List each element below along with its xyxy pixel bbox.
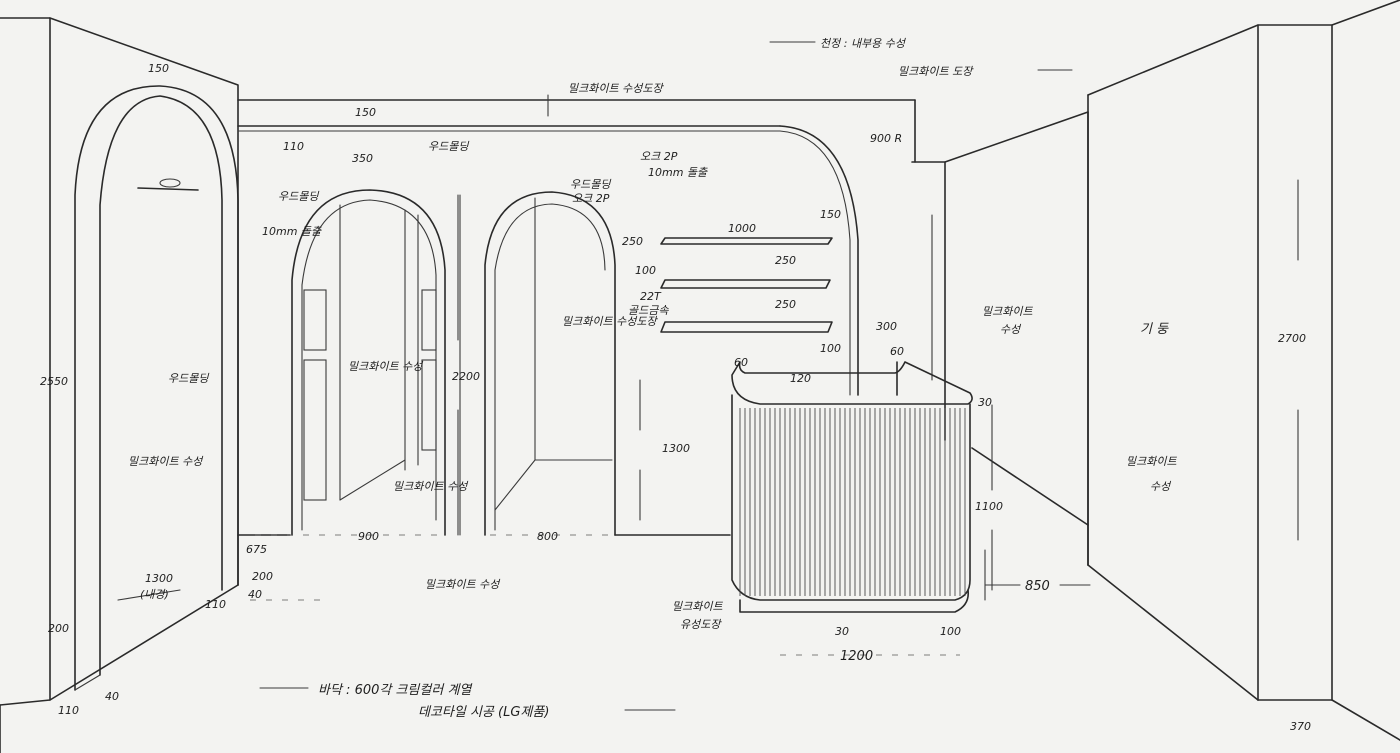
counter-finish-2: 유성도장: [680, 618, 722, 631]
annotations: 천정 : 내부용 수성 밀크화이트 도장 밀크화이트 수성도장 150 150 …: [40, 37, 1311, 733]
arch-door-left: [291, 189, 446, 536]
counter-slats: [739, 408, 966, 596]
floor-note-2: 데코타일 시공 (LG제품): [418, 705, 549, 720]
right-wall: [911, 111, 1089, 526]
dim-110-b: 110: [205, 598, 226, 611]
dim-1300-inner: 1300: [145, 572, 173, 585]
pillar-finish-1: 밀크화이트: [1126, 455, 1177, 468]
inner-label: (내경): [140, 588, 169, 601]
ceiling-note-1: 천정 : 내부용 수성: [820, 37, 907, 50]
shelf-250-c: 250: [775, 298, 796, 311]
dim-800: 800: [537, 530, 558, 543]
dim-200-b: 200: [252, 570, 273, 583]
counter-1100: 1100: [975, 500, 1003, 513]
pillar: [1087, 0, 1400, 741]
dim-675: 675: [246, 543, 267, 556]
pillar-width: 370: [1290, 720, 1311, 733]
counter-30-bottom: 30: [835, 625, 849, 638]
bottom-wall-finish: 밀크화이트 수성: [425, 578, 501, 591]
pillar-label: 기 둥: [1140, 322, 1169, 337]
exposed-10mm-top: 10mm 돌출: [648, 166, 708, 179]
shelf-100-a: 100: [635, 264, 656, 277]
shelf-150: 150: [820, 208, 841, 221]
counter-1200: 1200: [840, 649, 873, 664]
exposed-10mm-left: 10mm 돌출: [262, 225, 322, 238]
dim-110: 110: [283, 140, 304, 153]
floor-note-1: 바닥 : 600각 크림컬러 계열: [318, 683, 472, 698]
radius-900: 900 R: [870, 132, 902, 145]
shelves: [660, 237, 833, 333]
shelf-250-b: 250: [775, 254, 796, 267]
dim-110-left: 110: [58, 704, 79, 717]
dim-40-b: 40: [248, 588, 262, 601]
height-1300: 1300: [662, 442, 690, 455]
wood-molding-left-arch: 우드몰딩: [278, 190, 319, 203]
wood-molding-side: 우드몰딩: [168, 372, 209, 385]
center-wall-finish: 밀크화이트 수성도장: [562, 315, 658, 328]
wood-molding-right-arch: 우드몰딩: [570, 178, 611, 191]
counter-60-right: 60: [890, 345, 904, 358]
dim-200-left: 200: [48, 622, 69, 635]
dimension-lines: [117, 41, 1091, 711]
dim-40-left: 40: [105, 690, 119, 703]
counter-120: 120: [790, 372, 811, 385]
arch-center: [459, 191, 616, 536]
dim-900: 900: [358, 530, 379, 543]
dim-150-left: 150: [148, 62, 169, 75]
wood-molding-top: 우드몰딩: [428, 140, 469, 153]
top-beam-label: 밀크화이트 수성도장: [568, 82, 664, 95]
dim-150-center: 150: [355, 106, 376, 119]
right-wall-finish-2: 수성: [1000, 323, 1022, 336]
left-wall: [0, 17, 239, 706]
counter-60-left: 60: [734, 356, 748, 369]
counter-30-right: 30: [978, 396, 992, 409]
pillar-height: 2700: [1278, 332, 1306, 345]
ceiling-note-2: 밀크화이트 도장: [898, 65, 974, 78]
right-wall-finish-1: 밀크화이트: [982, 305, 1033, 318]
shelf-250-a: 250: [622, 235, 643, 248]
counter-850: 850: [1025, 579, 1050, 594]
height-2200: 2200: [452, 370, 480, 383]
shelf-1000: 1000: [728, 222, 756, 235]
counter: [731, 361, 973, 613]
pillar-finish-2: 수성: [1150, 480, 1172, 493]
counter-finish-1: 밀크화이트: [672, 600, 723, 613]
shelf-22t: 22T: [640, 290, 662, 303]
shelf-300: 300: [876, 320, 897, 333]
back-wall: [237, 99, 916, 536]
oak-2p-right-arch: 오크 2P: [572, 192, 610, 205]
counter-100-bottom: 100: [940, 625, 961, 638]
shelf-100-b: 100: [820, 342, 841, 355]
shelf-gold-metal: 골드금속: [628, 304, 669, 317]
left-wall-finish: 밀크화이트 수성: [128, 455, 204, 468]
small-wall-finish: 밀크화이트 수성: [393, 480, 469, 493]
oak-2p-label: 오크 2P: [640, 150, 678, 163]
inner-wall-finish: 밀크화이트 수성: [348, 360, 424, 373]
left-height-2550: 2550: [40, 375, 68, 388]
floor: [0, 524, 1089, 753]
dim-350: 350: [352, 152, 373, 165]
